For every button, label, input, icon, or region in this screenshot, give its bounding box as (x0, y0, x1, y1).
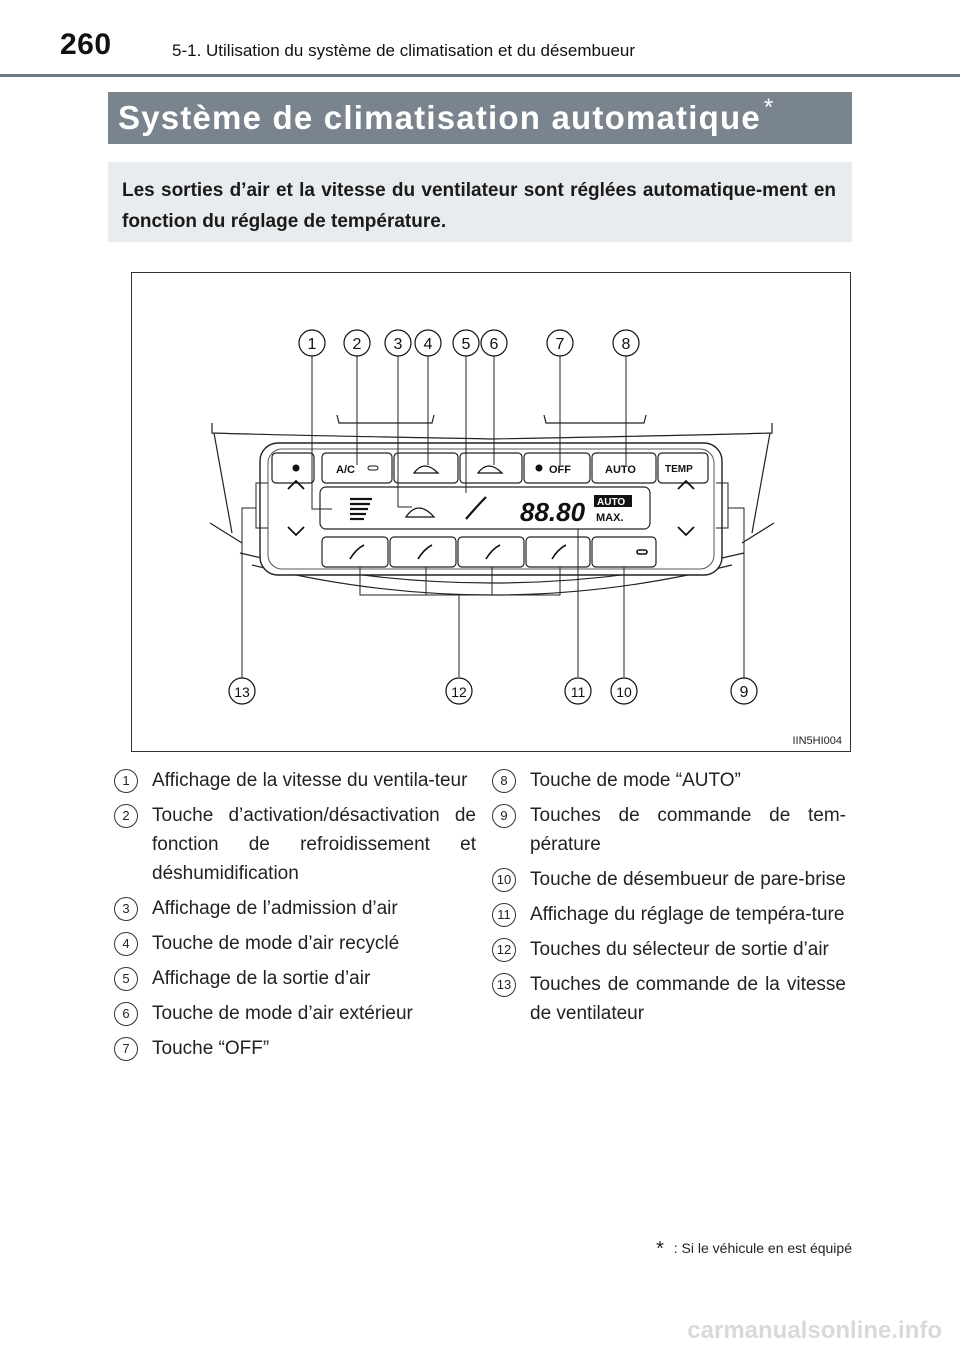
auto-label: AUTO (605, 464, 636, 476)
legend-number-badge: 10 (492, 868, 516, 892)
footnote: * : Si le véhicule en est équipé (656, 1238, 852, 1261)
legend-item: 6 Touche de mode d’air extérieur (114, 999, 476, 1028)
intro-text: Les sorties d’air et la vitesse du venti… (108, 162, 852, 242)
legend-text: Touche “OFF” (152, 1038, 270, 1059)
legend-text: Touche de mode “AUTO” (530, 770, 741, 791)
callout-13: 13 (234, 684, 250, 700)
legend-text: Touches du sélecteur de sortie d’air (530, 939, 829, 960)
header-divider (0, 74, 960, 77)
callout-2: 2 (353, 336, 362, 353)
page-title: Système de climatisation automatique (118, 99, 761, 136)
section-title: 5-1. Utilisation du système de climatisa… (172, 41, 636, 60)
legend-item: 10 Touche de désembueur de pare-brise (492, 865, 846, 894)
callout-12: 12 (451, 684, 467, 700)
temperature-display: 88.80 (520, 497, 586, 527)
auto-badge: AUTO (597, 497, 625, 508)
legend-number-badge: 5 (114, 967, 138, 991)
legend-right-column: 8 Touche de mode “AUTO” 9 Touches de com… (492, 766, 846, 1034)
control-panel-figure: A/C OFF AUTO TEMP (131, 272, 851, 752)
legend-text: Touche de mode d’air extérieur (152, 1003, 413, 1024)
page-title-bar: Système de climatisation automatique * (108, 92, 852, 144)
page-number: 260 (60, 28, 112, 61)
footnote-text: : Si le véhicule en est équipé (673, 1240, 852, 1256)
legend-text: Touche de désembueur de pare-brise (530, 869, 846, 890)
callout-11: 11 (571, 684, 586, 700)
legend-item: 2 Touche d’activation/désactivation de f… (114, 801, 476, 888)
callout-9: 9 (740, 684, 749, 701)
legend-item: 12 Touches du sélecteur de sortie d’air (492, 935, 846, 964)
title-asterisk: * (763, 94, 774, 121)
temp-label: TEMP (665, 464, 693, 475)
legend-item: 9 Touches de commande de tem-pérature (492, 801, 846, 859)
callout-4: 4 (424, 336, 433, 353)
legend-item: 5 Affichage de la sortie d’air (114, 964, 476, 993)
footnote-asterisk: * (656, 1238, 664, 1260)
legend-item: 4 Touche de mode d’air recyclé (114, 929, 476, 958)
legend-number-badge: 3 (114, 897, 138, 921)
legend-number-badge: 2 (114, 804, 138, 828)
legend-item: 7 Touche “OFF” (114, 1034, 476, 1063)
legend-number-badge: 6 (114, 1002, 138, 1026)
legend-number-badge: 8 (492, 769, 516, 793)
legend-text: Touches de commande de tem-pérature (530, 805, 846, 855)
legend-number-badge: 13 (492, 973, 516, 997)
callout-1: 1 (308, 336, 317, 353)
callout-5: 5 (462, 336, 471, 353)
legend-item: 11 Affichage du réglage de tempéra-ture (492, 900, 846, 929)
off-label: OFF (549, 464, 571, 476)
legend-number-badge: 9 (492, 804, 516, 828)
legend-text: Affichage de l’admission d’air (152, 898, 398, 919)
legend-number-badge: 11 (492, 903, 516, 927)
callout-10: 10 (616, 684, 632, 700)
legend-left-column: 1 Affichage de la vitesse du ventila-teu… (114, 766, 476, 1069)
callout-6: 6 (490, 336, 499, 353)
max-label: MAX. (596, 512, 624, 524)
legend-item: 1 Affichage de la vitesse du ventila-teu… (114, 766, 476, 795)
legend-text: Touche de mode d’air recyclé (152, 933, 400, 954)
legend-item: 3 Affichage de l’admission d’air (114, 894, 476, 923)
ac-label: A/C (336, 464, 355, 476)
callout-8: 8 (622, 336, 631, 353)
legend-text: Affichage de la sortie d’air (152, 968, 371, 989)
legend-text: Affichage du réglage de tempéra-ture (530, 904, 845, 925)
callout-7: 7 (556, 336, 565, 353)
figure-code: IIN5HI004 (792, 735, 842, 747)
legend-text: Touches de commande de la vitesse de ven… (530, 974, 846, 1024)
legend-text: Touche d’activation/désactivation de fon… (152, 805, 476, 884)
callout-3: 3 (394, 336, 403, 353)
legend-number-badge: 7 (114, 1037, 138, 1061)
legend-number-badge: 1 (114, 769, 138, 793)
legend-item: 8 Touche de mode “AUTO” (492, 766, 846, 795)
control-panel-diagram: A/C OFF AUTO TEMP (209, 329, 775, 705)
legend-number-badge: 12 (492, 938, 516, 962)
legend-item: 13 Touches de commande de la vitesse de … (492, 970, 846, 1028)
watermark: carmanualsonline.info (687, 1317, 942, 1344)
legend-text: Affichage de la vitesse du ventila-teur (152, 770, 468, 791)
legend-number-badge: 4 (114, 932, 138, 956)
page-header: 260 5-1. Utilisation du système de clima… (0, 0, 960, 78)
